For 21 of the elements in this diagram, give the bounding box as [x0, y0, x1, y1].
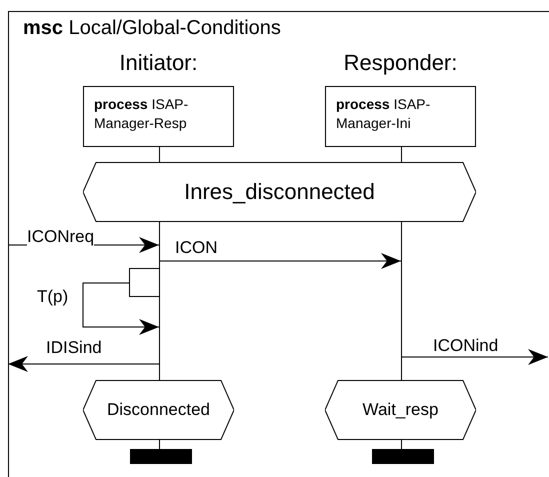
process-label: process ISAP-Manager-Resp [94, 95, 190, 133]
condition-hexagon [83, 162, 476, 222]
condition-hexagon [325, 380, 476, 440]
end-bar [130, 449, 192, 464]
end-bar [372, 449, 434, 464]
instance-name: Responder: [342, 50, 458, 76]
message-arrow [8, 356, 160, 372]
diagram-heading: msc Local/Global-Conditions [23, 17, 281, 40]
message-label: T(p) [37, 288, 68, 306]
instance-name: Initiator: [118, 50, 199, 76]
message-arrow [82, 282, 160, 335]
condition-label: Disconnected [106, 400, 210, 420]
condition-label: Inres_disconnected [184, 179, 375, 205]
message-arrow [160, 253, 402, 269]
condition-hexagon [83, 380, 234, 440]
condition-label: Wait_resp [362, 400, 438, 420]
process-label: process ISAP-Manager-Ini [336, 95, 432, 133]
msc-frame [8, 11, 549, 477]
message-arrow [402, 349, 548, 365]
message-label: ICONreq [27, 228, 94, 246]
timer-box [129, 268, 160, 297]
